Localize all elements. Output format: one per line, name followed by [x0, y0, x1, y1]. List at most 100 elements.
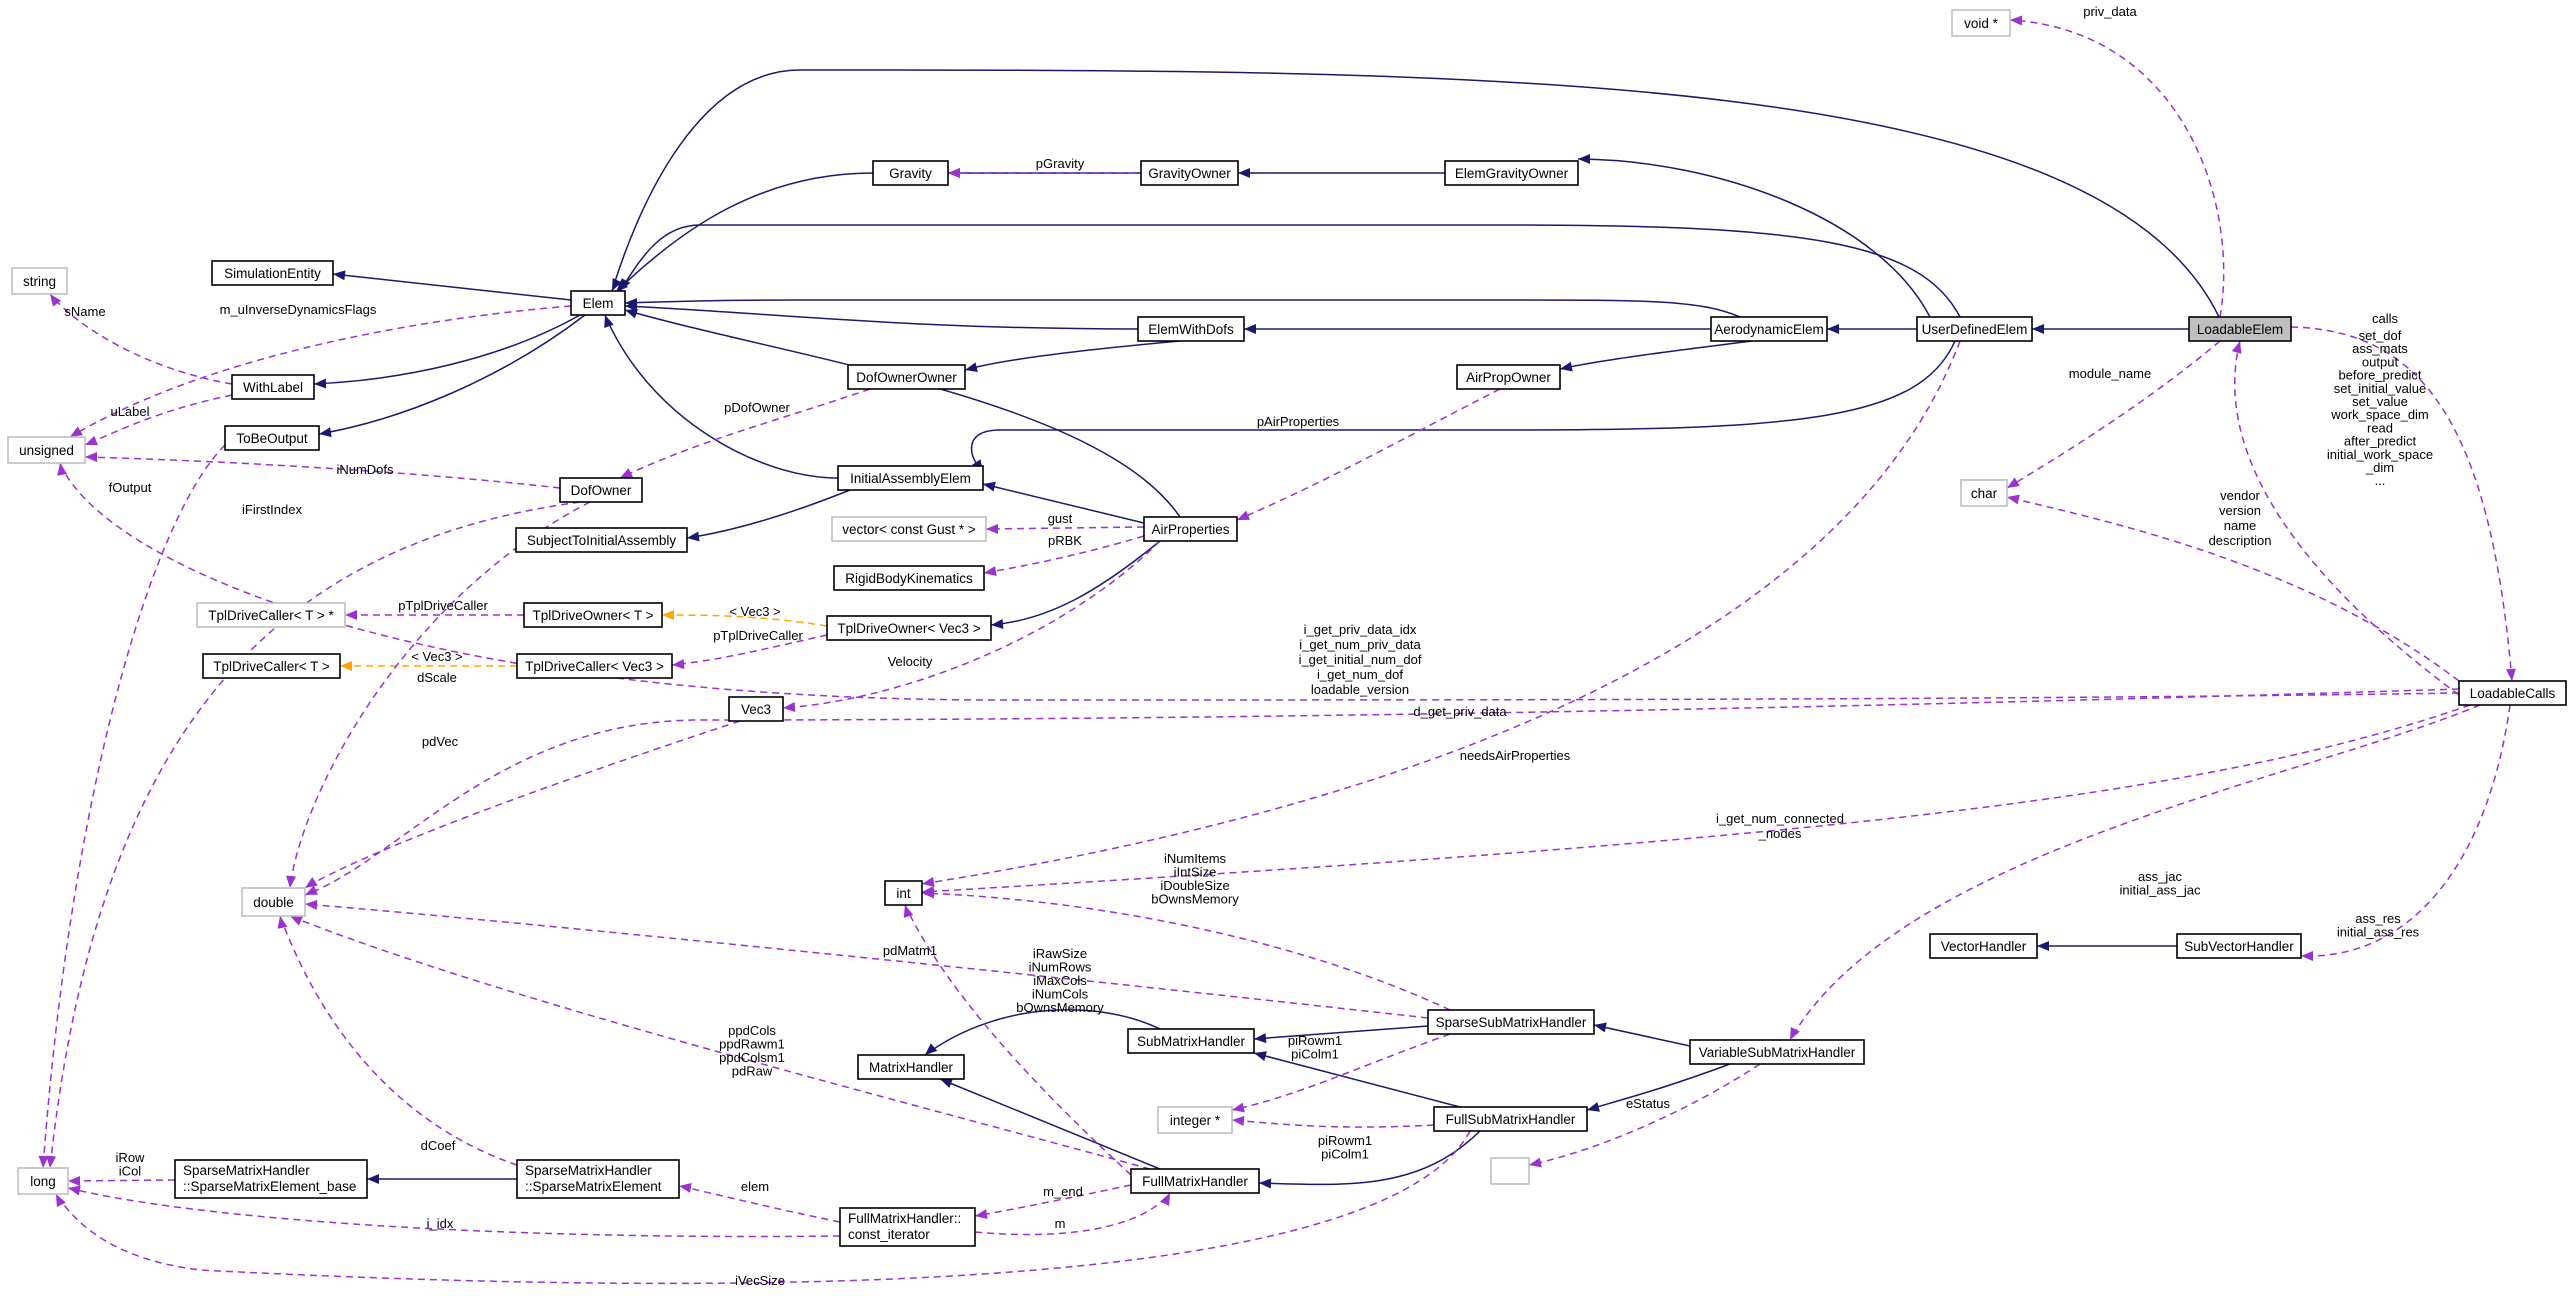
node-box: [872, 160, 949, 186]
node-elem[interactable]: Elem: [570, 290, 626, 316]
arrow-head: [345, 610, 357, 620]
node-dof-owner[interactable]: DofOwner: [559, 477, 643, 503]
node-double[interactable]: double: [241, 887, 306, 917]
label-unsigned-list: i_get_priv_data_idx: [1304, 622, 1417, 637]
arrow-head: [1560, 361, 1573, 372]
arrow-head: [305, 877, 318, 888]
node-tpl-drive-owner-vec3[interactable]: TplDriveOwner< Vec3 >: [826, 615, 992, 641]
label-calls-list: output: [2362, 354, 2399, 369]
node-loadable-elem[interactable]: LoadableElem: [2188, 316, 2292, 342]
node-label: ToBeOutput: [236, 431, 308, 446]
node-label: GravityOwner: [1148, 166, 1231, 181]
label-pd-matm1: pdMatm1: [883, 943, 937, 958]
label-connected-nodes: _nodes: [1758, 826, 1802, 841]
node-box: [826, 615, 992, 641]
edge-elem: [678, 1185, 841, 1223]
arrow-head: [922, 888, 935, 899]
node-long[interactable]: long: [17, 1167, 69, 1195]
arrow-head: [965, 362, 978, 373]
node-simulation-entity[interactable]: SimulationEntity: [211, 260, 334, 286]
node-with-label[interactable]: WithLabel: [231, 374, 315, 400]
label-full-int-list: iNumCols: [1032, 987, 1089, 1002]
node-sparse-sub-matrix-handler[interactable]: SparseSubMatrixHandler: [1427, 1009, 1595, 1035]
node-gravity[interactable]: Gravity: [872, 160, 949, 186]
arrow-head: [1254, 1051, 1267, 1061]
node-aerodynamic-elem[interactable]: AerodynamicElem: [1710, 316, 1828, 342]
node-loadable-calls[interactable]: LoadableCalls: [2458, 680, 2567, 706]
node-box: [17, 1167, 69, 1195]
arrow-head: [1232, 1102, 1245, 1113]
node-char[interactable]: char: [1960, 479, 2008, 507]
node-full-sub-matrix-handler[interactable]: FullSubMatrixHandler: [1433, 1106, 1588, 1132]
node-box: [1127, 1028, 1255, 1054]
node-air-properties[interactable]: AirProperties: [1143, 516, 1238, 542]
node-elem-gravity-owner[interactable]: ElemGravityOwner: [1444, 160, 1579, 186]
label-e-status: eStatus: [1626, 1096, 1671, 1111]
node-subject-to-initial-assembly[interactable]: SubjectToInitialAssembly: [515, 527, 688, 553]
edge-m: [974, 1192, 1171, 1236]
label-p-gravity: pGravity: [1036, 156, 1085, 171]
label-full-double-list: ppdColsm1: [719, 1050, 785, 1065]
node-matrix-handler[interactable]: MatrixHandler: [857, 1054, 965, 1080]
arrow-head: [333, 270, 346, 281]
node-label: TplDriveCaller< T >: [213, 659, 330, 674]
node-air-prop-owner[interactable]: AirPropOwner: [1456, 364, 1561, 390]
node-box: [1444, 160, 1579, 186]
node-sparse-element-l1[interactable]: SparseMatrixHandler::SparseMatrixElement: [516, 1159, 680, 1199]
arrow-head: [1594, 1022, 1607, 1033]
node-tpl-drive-caller-vec3[interactable]: TplDriveCaller< Vec3 >: [516, 653, 673, 679]
edges-layer: [38, 15, 2516, 1285]
edge-pairproperties: [1236, 388, 1501, 521]
node-initial-assembly-elem[interactable]: InitialAssemblyElem: [837, 465, 984, 491]
arrow-head: [940, 1078, 953, 1089]
node-rigid-body-kinematics[interactable]: RigidBodyKinematics: [833, 565, 985, 591]
label-m-end: m_end: [1043, 1184, 1083, 1199]
label-m-u-inverse: m_uInverseDynamicsFlags: [220, 302, 377, 317]
node-box: [1951, 9, 2011, 37]
label-m: m: [1055, 1216, 1066, 1231]
node-unsigned[interactable]: unsigned: [7, 436, 86, 464]
node-label: vector< const Gust * >: [842, 522, 976, 537]
label-pi-rowm1-a: piColm1: [1291, 1047, 1339, 1062]
node-int[interactable]: int: [884, 880, 923, 906]
label-connected-nodes: i_get_num_connected: [1716, 811, 1844, 826]
node-void-ptr[interactable]: void *: [1951, 9, 2011, 37]
node-box: [1710, 316, 1828, 342]
node-variable-sub-matrix-handler[interactable]: VariableSubMatrixHandler: [1689, 1039, 1865, 1065]
node-label: ElemGravityOwner: [1455, 166, 1569, 181]
node-full-matrix-handler[interactable]: FullMatrixHandler: [1130, 1168, 1260, 1194]
node-const-iterator-l1[interactable]: FullMatrixHandler::const_iterator: [839, 1207, 976, 1247]
edge-char-list: [2006, 496, 2460, 682]
arrow-head: [319, 427, 332, 438]
label-calls: calls: [2372, 311, 2399, 326]
arrow-head: [783, 702, 796, 713]
node-sub-vector-handler[interactable]: SubVectorHandler: [2176, 933, 2302, 959]
edge-ifirstindex: [49, 501, 581, 1169]
arrow-head: [991, 619, 1004, 629]
node-to-be-output[interactable]: ToBeOutput: [224, 425, 320, 451]
node-tpl-drive-caller-t[interactable]: TplDriveCaller< T >: [202, 653, 341, 679]
node-empty-node[interactable]: [1490, 1157, 1530, 1185]
node-dof-owner-owner[interactable]: DofOwnerOwner: [847, 364, 966, 390]
node-box: [857, 1054, 965, 1080]
arrow-head: [687, 531, 700, 542]
edge-airproperties-to-initial: [982, 483, 1145, 524]
arrow-head: [70, 426, 83, 437]
node-elem-with-dofs[interactable]: ElemWithDofs: [1137, 316, 1245, 342]
node-vec3[interactable]: Vec3: [728, 696, 784, 722]
node-sub-matrix-handler[interactable]: SubMatrixHandler: [1127, 1028, 1255, 1054]
node-gravity-owner[interactable]: GravityOwner: [1140, 160, 1239, 186]
node-tpl-drive-owner-t[interactable]: TplDriveOwner< T >: [523, 602, 663, 628]
arrow-head: [57, 463, 68, 476]
node-tpl-drive-caller-ptr[interactable]: TplDriveCaller< T > *: [196, 602, 346, 628]
node-label: ::SparseMatrixElement: [525, 1179, 662, 1194]
node-vector-gust[interactable]: vector< const Gust * >: [831, 516, 987, 542]
node-user-defined-elem[interactable]: UserDefinedElem: [1916, 316, 2033, 342]
node-vector-handler[interactable]: VectorHandler: [1929, 933, 2038, 959]
node-integer-ptr[interactable]: integer *: [1157, 1106, 1233, 1134]
node-sparse-element-base-l1[interactable]: SparseMatrixHandler::SparseMatrixElement…: [174, 1159, 368, 1199]
node-string[interactable]: string: [11, 267, 68, 295]
edge-aerodynamic-to-elem: [624, 299, 1741, 318]
arrow-head: [922, 877, 935, 887]
